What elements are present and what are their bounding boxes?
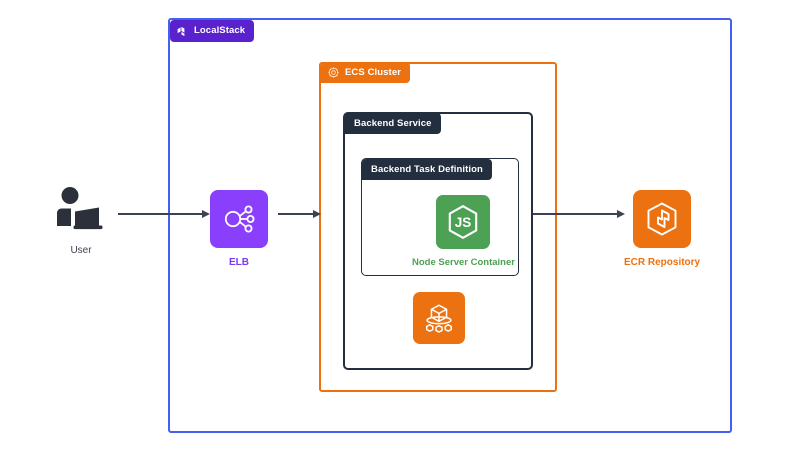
node-ecr-repository[interactable]: ECR Repository xyxy=(624,190,700,268)
ecr-repository-cube-icon xyxy=(643,200,681,238)
ecs-task-container-cube-icon xyxy=(422,301,456,335)
elb-load-balancer-icon xyxy=(221,201,257,237)
nodejs-js-hexagon-icon: JS xyxy=(446,204,480,240)
ecr-repository-label: ECR Repository xyxy=(624,257,701,268)
backend-task-definition-boundary-box xyxy=(361,158,519,276)
arrow-line xyxy=(278,213,314,215)
elb-label: ELB xyxy=(229,257,249,268)
ecr-repository-tile xyxy=(633,190,692,248)
task-container-tile xyxy=(413,292,465,344)
arrow-elb-to-ecs-cluster xyxy=(278,208,321,220)
node-task-container[interactable] xyxy=(413,292,465,344)
arrow-head xyxy=(313,210,321,218)
arrow-head xyxy=(617,210,625,218)
localstack-label-text: LocalStack xyxy=(194,25,246,37)
backend-task-definition-label-text: Backend Task Definition xyxy=(371,163,483,175)
user-label: User xyxy=(70,245,92,256)
arrow-line xyxy=(118,213,203,215)
node-server-tile: JS xyxy=(436,195,491,249)
ecs-cluster-icon xyxy=(327,66,340,79)
node-server-container-label: Node Server Container xyxy=(412,257,515,268)
arrow-line xyxy=(533,213,618,215)
svg-text:JS: JS xyxy=(455,215,472,230)
localstack-boundary-box xyxy=(168,18,732,433)
backend-service-label-tab: Backend Service xyxy=(345,113,441,134)
localstack-logo-icon xyxy=(176,25,189,38)
arrow-user-to-elb xyxy=(118,208,210,220)
node-elb[interactable]: ELB xyxy=(210,190,268,268)
arrow-head xyxy=(202,210,210,218)
elb-tile xyxy=(210,190,268,248)
backend-service-label-text: Backend Service xyxy=(354,117,432,129)
backend-task-definition-label-tab: Backend Task Definition xyxy=(362,159,492,180)
ecs-cluster-boundary-box xyxy=(319,62,557,392)
arrow-task-to-ecr-repository xyxy=(533,208,625,220)
node-user[interactable]: User xyxy=(52,185,110,256)
node-node-server-container[interactable]: JS Node Server Container xyxy=(412,195,515,268)
user-at-laptop-icon xyxy=(52,185,110,233)
localstack-label-tab: LocalStack xyxy=(170,20,255,42)
ecs-cluster-label-text: ECS Cluster xyxy=(345,66,402,78)
ecs-cluster-label-tab: ECS Cluster xyxy=(321,62,411,83)
